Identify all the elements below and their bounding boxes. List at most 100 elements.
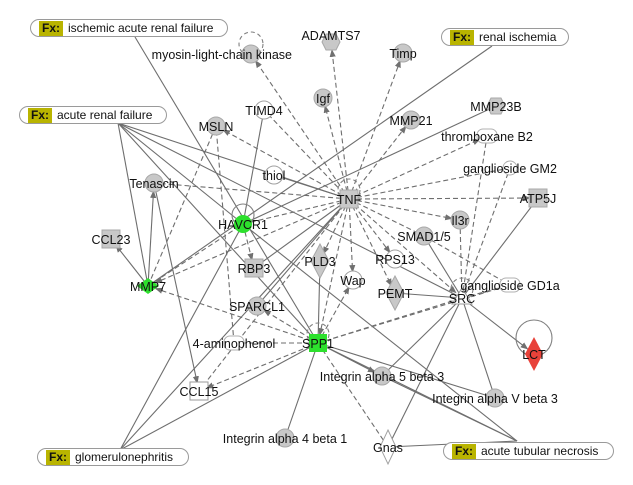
node-GD1a-shape[interactable] <box>499 277 521 293</box>
function-node-fx3[interactable]: Fx: acute renal failure <box>19 106 167 124</box>
node-MMP23B-shape[interactable] <box>486 97 506 115</box>
node-CCL23-shape[interactable] <box>101 229 121 249</box>
node-label-CCL23[interactable]: CCL23 <box>92 233 131 247</box>
node-label-thiol[interactable]: thiol <box>263 169 286 183</box>
node-thiol-shape[interactable] <box>264 165 284 185</box>
node-TXB2-shape[interactable] <box>476 128 498 144</box>
node-IA5B3-shape[interactable] <box>372 366 392 386</box>
node-Igf-shape[interactable] <box>313 88 333 108</box>
node-label-SPARCL1[interactable]: SPARCL1 <box>229 300 285 314</box>
node-SPP1-shape[interactable] <box>309 334 327 352</box>
node-label-MMP7[interactable]: MMP7 <box>130 280 166 294</box>
node-label-TIMD4[interactable]: TIMD4 <box>245 104 283 118</box>
node-TNF-shape[interactable] <box>339 189 359 209</box>
function-node-fx4[interactable]: Fx: glomerulonephritis <box>37 448 189 466</box>
edge-TNF-ATP5J <box>348 194 531 202</box>
edge-HAVCR1-MMP23B <box>242 105 497 225</box>
node-PEMT-shape[interactable] <box>385 274 405 312</box>
node-label-MSLN[interactable]: MSLN <box>199 120 234 134</box>
node-SRC-shape[interactable] <box>451 287 473 305</box>
node-label-TNF[interactable]: TNF <box>337 193 362 207</box>
edge-TNF-SPARCL1 <box>256 198 350 307</box>
node-LCT-shape[interactable] <box>525 337 543 371</box>
node-label-PLD3[interactable]: PLD3 <box>304 255 335 269</box>
node-label-Il3r[interactable]: Il3r <box>451 214 468 228</box>
fx-tag: Fx: <box>46 449 70 465</box>
node-RPS13-shape[interactable] <box>385 249 405 269</box>
node-CCL15-shape[interactable] <box>189 381 209 401</box>
node-MSLN-shape[interactable] <box>206 116 226 136</box>
node-ATP5J-shape[interactable] <box>528 188 548 208</box>
node-label-Wap[interactable]: Wap <box>340 274 365 288</box>
node-label-CCL15[interactable]: CCL15 <box>180 385 219 399</box>
node-label-MMP21[interactable]: MMP21 <box>389 114 432 128</box>
node-ADAMTS7-shape[interactable] <box>321 33 341 51</box>
node-RBP3-shape[interactable] <box>244 258 264 278</box>
node-Timp-shape[interactable] <box>393 43 413 63</box>
node-Wap-shape[interactable] <box>343 270 363 290</box>
node-label-GM2[interactable]: ganglioside GM2 <box>463 162 557 176</box>
function-node-fx1[interactable]: Fx: ischemic acute renal failure <box>30 19 228 37</box>
node-IAVB3-shape[interactable] <box>485 388 505 408</box>
edge-TNF-MMP7 <box>154 198 350 284</box>
node-label-IA4B1[interactable]: Integrin alpha 4 beta 1 <box>223 432 347 446</box>
node-GM2-shape[interactable] <box>502 160 518 176</box>
node-label-MLCK[interactable]: myosin-light-chain kinase <box>152 48 292 62</box>
node-label-SRC[interactable]: SRC <box>449 292 475 306</box>
node-label-ATP5J[interactable]: ATP5J <box>520 192 557 206</box>
node-label-ADAMTS7[interactable]: ADAMTS7 <box>301 29 360 43</box>
self-loop-MLCK <box>238 31 264 57</box>
node-MMP21-shape[interactable] <box>401 110 421 130</box>
edge-SPP1-CCL15 <box>205 342 319 389</box>
edge-SPP1-Wap <box>317 286 350 344</box>
edge-TNF-Wap <box>348 198 356 273</box>
node-label-IAVB3[interactable]: Integrin alpha V beta 3 <box>432 392 558 406</box>
node-label-AMINO[interactable]: 4-aminophenol <box>193 337 276 351</box>
edge-fx1-SPP1 <box>134 36 319 344</box>
edge-TNF-MLCK <box>255 59 350 200</box>
function-node-fx2[interactable]: Fx: renal ischemia <box>441 28 569 46</box>
node-IA4B1-shape[interactable] <box>275 428 295 448</box>
edge-SPP1-MMP7 <box>154 287 319 344</box>
edge-fx3-HAVCR1 <box>117 122 244 225</box>
node-label-RPS13[interactable]: RPS13 <box>375 253 415 267</box>
node-SPARCL1-shape[interactable] <box>247 296 267 316</box>
function-node-fx5[interactable]: Fx: acute tubular necrosis <box>443 442 614 460</box>
node-label-TXB2[interactable]: thromboxane B2 <box>441 130 533 144</box>
node-label-GD1a[interactable]: ganglioside GD1a <box>460 279 559 293</box>
node-label-IA5B3[interactable]: Integrin alpha 5 beta 3 <box>320 370 444 384</box>
node-Tenascin-shape[interactable] <box>144 173 164 193</box>
edge-fx3-MMP7 <box>117 122 149 287</box>
node-MLCK-shape[interactable] <box>241 44 261 64</box>
edge-TNF-HAVCR1 <box>242 198 350 225</box>
node-label-LCT[interactable]: LCT <box>522 348 546 362</box>
node-SMAD15-shape[interactable] <box>414 226 434 246</box>
edge-TNF-SMAD15 <box>348 198 425 237</box>
node-label-MMP23B[interactable]: MMP23B <box>470 100 521 114</box>
fx-tag: Fx: <box>39 20 63 36</box>
edge-fx2-MMP7 <box>147 45 493 287</box>
node-label-SMAD15[interactable]: SMAD1/5 <box>397 230 451 244</box>
node-label-Tenascin[interactable]: Tenascin <box>129 177 178 191</box>
node-AMINO-shape[interactable] <box>223 335 245 351</box>
node-Il3r-shape[interactable] <box>450 210 470 230</box>
node-PLD3-shape[interactable] <box>310 242 330 280</box>
edge-SRC-Gnas <box>387 297 463 448</box>
node-HAVCR1-shape[interactable] <box>234 215 252 233</box>
edge-fx3-TNF <box>117 122 350 200</box>
node-label-RBP3[interactable]: RBP3 <box>238 262 271 276</box>
edge-Tenascin-CCL15 <box>153 182 199 384</box>
node-label-Gnas[interactable]: Gnas <box>373 441 403 455</box>
node-label-Timp[interactable]: Timp <box>389 47 416 61</box>
edge-TNF-MMP21 <box>348 125 407 200</box>
edge-TNF-ADAMTS7 <box>329 49 350 200</box>
node-label-Igf[interactable]: Igf <box>316 92 330 106</box>
node-label-HAVCR1[interactable]: HAVCR1 <box>218 218 268 232</box>
edge-SRC-TXB2 <box>461 135 488 299</box>
node-label-SPP1[interactable]: SPP1 <box>302 337 334 351</box>
node-label-PEMT[interactable]: PEMT <box>378 287 413 301</box>
node-TIMD4-shape[interactable] <box>254 100 274 120</box>
node-MMP7-shape[interactable] <box>137 278 159 294</box>
node-Gnas-shape[interactable] <box>379 428 397 466</box>
